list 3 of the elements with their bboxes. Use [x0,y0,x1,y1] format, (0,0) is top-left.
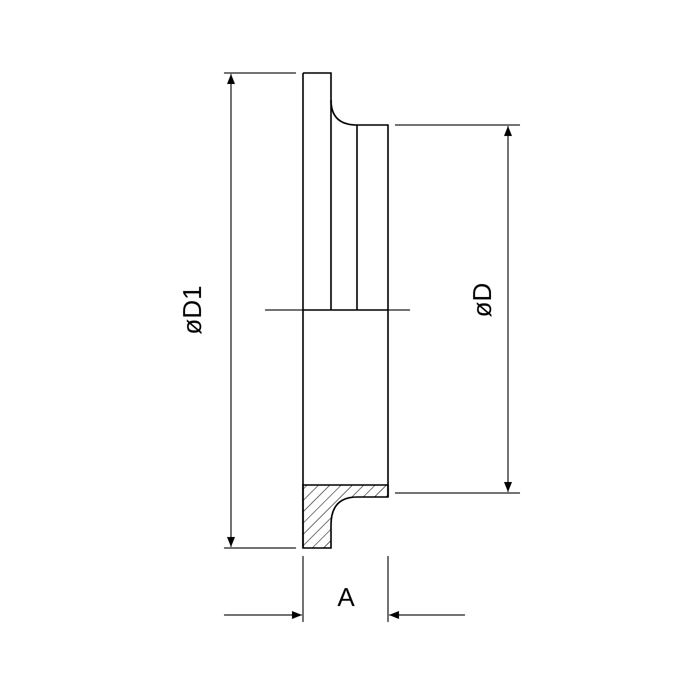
dimension-label: A [337,584,355,610]
dimension-label: øD1 [179,285,205,335]
dimension-label: øD [469,282,495,318]
